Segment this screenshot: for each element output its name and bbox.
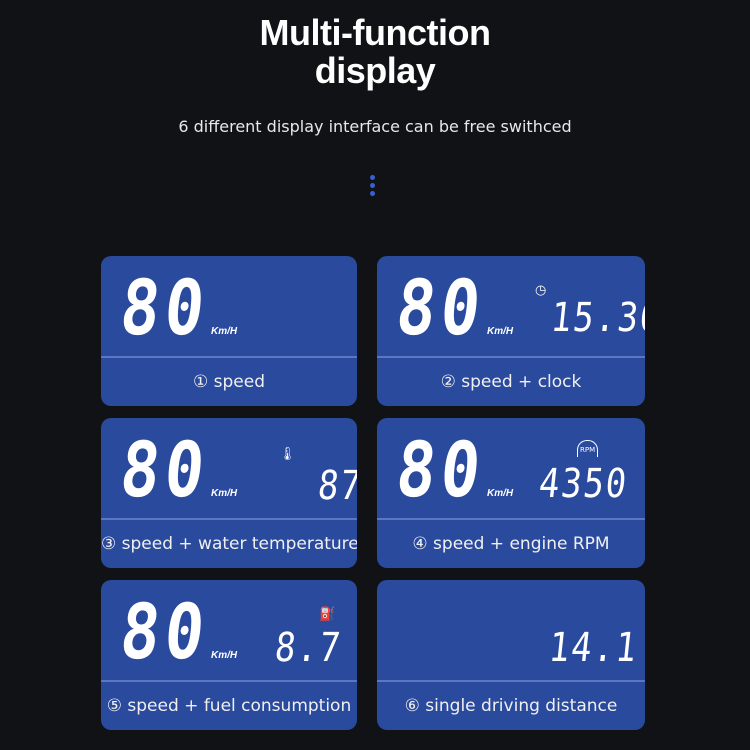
speed-readout: 80 [392, 263, 490, 352]
fuel-pump-icon: ⛽ [319, 607, 336, 622]
dots-decoration [370, 175, 376, 199]
panel-speed-clock: 80 Km/H ◷ 15.30 ② speed + clock [377, 256, 645, 406]
speed-unit: Km/H [211, 326, 238, 337]
water-temperature-icon: 🌡 [279, 447, 296, 462]
subtitle: 6 different display interface can be fre… [178, 117, 572, 136]
divider [101, 680, 357, 682]
speed-readout: 80 [116, 263, 214, 352]
panel-speed-water-temperature: 80 Km/H 🌡 87 ③ speed + water temperature [101, 418, 357, 568]
fuel-consumption-readout: 8.7 [272, 625, 345, 671]
panel-speed-fuel: 80 Km/H ⛽ 8.7 ⑤ speed + fuel consumption [101, 580, 357, 730]
panel-speed-rpm: 80 Km/H RPM 4350 ④ speed + engine RPM [377, 418, 645, 568]
clock-readout: 15.30 [548, 295, 645, 341]
water-temperature-readout: 87 [315, 463, 357, 509]
panel-caption: ② speed + clock [440, 372, 582, 392]
clock-icon: ◷ [535, 283, 547, 298]
rpm-readout: 4350 [536, 461, 631, 507]
distance-readout: 14.1 [546, 625, 641, 671]
panel-caption: ① speed [192, 372, 265, 392]
panel-speed: 80 Km/H ① speed [101, 256, 357, 406]
speed-readout: 80 [116, 587, 214, 676]
divider [101, 518, 357, 520]
speed-readout: 80 [392, 425, 490, 514]
panel-caption: ③ speed + water temperature [101, 534, 357, 554]
title-line-2: display [314, 50, 436, 91]
panel-caption: ④ speed + engine RPM [412, 534, 610, 554]
panel-caption: ⑥ single driving distance [404, 696, 618, 716]
speed-unit: Km/H [211, 650, 238, 661]
speed-unit: Km/H [211, 488, 238, 499]
speed-readout: 80 [116, 425, 214, 514]
divider [101, 356, 357, 358]
page-title: Multi-function display [0, 14, 750, 90]
divider [377, 518, 645, 520]
divider [377, 680, 645, 682]
title-line-1: Multi-function [259, 12, 491, 53]
divider [377, 356, 645, 358]
rpm-gauge-icon: RPM [577, 440, 599, 457]
speed-unit: Km/H [487, 326, 514, 337]
speed-unit: Km/H [487, 488, 514, 499]
panel-caption: ⑤ speed + fuel consumption [106, 696, 352, 716]
panel-driving-distance: 14.1 ⑥ single driving distance [377, 580, 645, 730]
